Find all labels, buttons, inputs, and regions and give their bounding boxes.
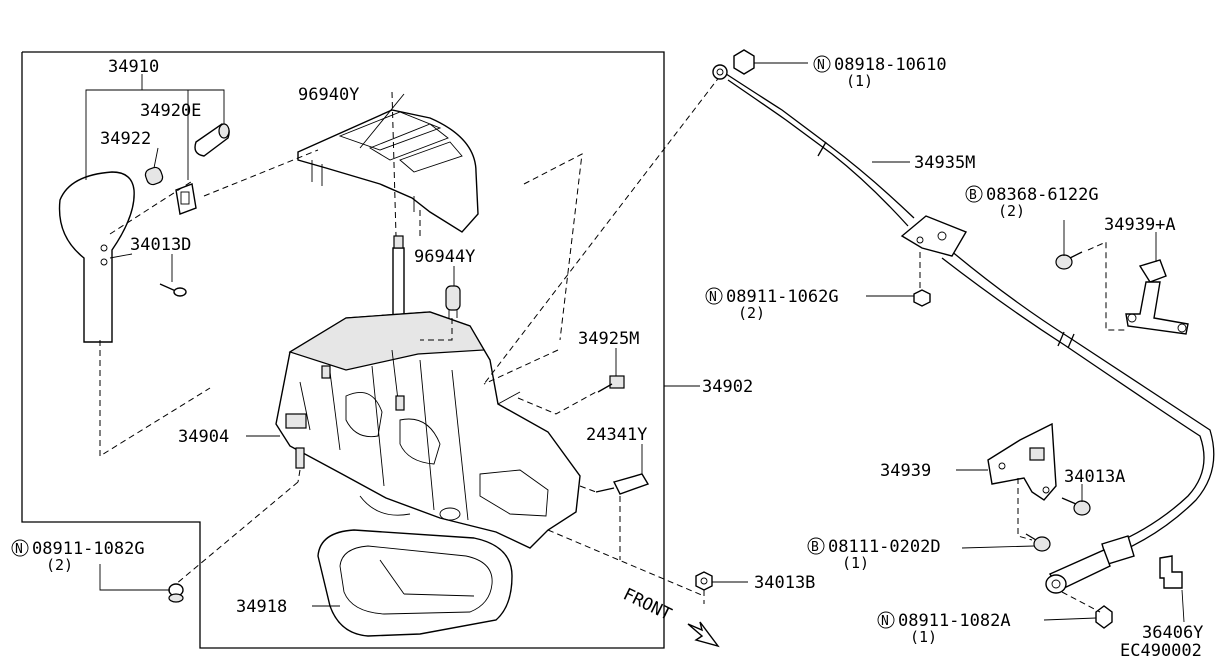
callout-08911-1082g: N 08911-1082G (2) [11, 539, 145, 574]
label-36406y: 36406Y [1142, 623, 1203, 643]
nut-08911-1082g [168, 583, 184, 603]
clip-36406y [1159, 555, 1183, 589]
knob-clip [175, 183, 197, 215]
front-arrow [687, 621, 720, 648]
knob-button-34922 [144, 166, 164, 186]
label-34939a: 34939+A [1104, 215, 1176, 235]
bolt-34013a [1061, 497, 1091, 516]
nut-08911-1062g [913, 289, 931, 307]
lever-base-assembly [275, 311, 581, 549]
diagram-code: EC490002 [1120, 641, 1202, 661]
svg-text:(1): (1) [846, 72, 873, 90]
callout-08911-1082a: N 08911-1082A (1) [877, 611, 1011, 646]
label-34013a: 34013A [1064, 467, 1125, 487]
bulb-96944y [445, 285, 461, 318]
shift-knob [58, 171, 135, 343]
cable-end-trans [1045, 535, 1135, 594]
label-34902: 34902 [702, 377, 753, 397]
indicator-panel [297, 109, 479, 233]
svg-text:08111-0202D: 08111-0202D [828, 537, 941, 557]
svg-text:08918-10610: 08918-10610 [834, 55, 947, 75]
label-34904: 34904 [178, 427, 229, 447]
svg-text:N: N [15, 542, 23, 557]
svg-text:(2): (2) [738, 304, 765, 322]
bolt-08111-0202d [1025, 533, 1051, 552]
svg-text:(2): (2) [998, 202, 1025, 220]
label-34920e: 34920E [140, 101, 201, 121]
bolt-34925m [597, 375, 625, 393]
svg-text:08911-1082A: 08911-1082A [898, 611, 1011, 631]
label-34939: 34939 [880, 461, 931, 481]
label-34918: 34918 [236, 597, 287, 617]
svg-text:N: N [817, 58, 825, 73]
knob-pin-34920e [194, 123, 230, 157]
base-stud [295, 447, 305, 469]
cable-end-eye [712, 64, 728, 80]
svg-text:N: N [709, 290, 717, 305]
label-34910: 34910 [108, 57, 159, 77]
callout-08911-1062g: N 08911-1062G (2) [705, 287, 839, 322]
nut-08911-1082a [1095, 605, 1113, 629]
label-34925m: 34925M [578, 329, 639, 349]
svg-text:08911-1062G: 08911-1062G [726, 287, 839, 307]
nut-08918-10610 [733, 49, 755, 75]
nut-34013b [695, 571, 713, 591]
bracket-34939 [987, 422, 1057, 501]
svg-text:08911-1082G: 08911-1082G [32, 539, 145, 559]
knob-screw-34013d [159, 283, 187, 297]
callout-08111-0202d: B 08111-0202D (1) [807, 537, 941, 572]
front-label: FRONT [620, 585, 675, 625]
label-34013d: 34013D [130, 235, 191, 255]
label-34013b: 34013B [754, 573, 815, 593]
bracket-34939a [1125, 259, 1189, 335]
svg-text:B: B [811, 540, 819, 555]
label-34935m: 34935M [914, 153, 975, 173]
svg-text:B: B [969, 188, 977, 203]
switch-24341y [595, 473, 650, 495]
control-cable [719, 69, 1215, 553]
svg-text:(1): (1) [910, 628, 937, 646]
svg-text:N: N [881, 614, 889, 629]
cable-bracket [900, 215, 968, 257]
label-96940y: 96940Y [298, 85, 359, 105]
label-24341y: 24341Y [586, 425, 647, 445]
callout-08368-6122g: B 08368-6122G (2) [965, 185, 1099, 220]
svg-text:(1): (1) [842, 554, 869, 572]
callout-08918-10610: N 08918-10610 (1) [813, 55, 947, 90]
svg-text:08368-6122G: 08368-6122G [986, 185, 1099, 205]
console-tray [317, 529, 513, 637]
svg-text:(2): (2) [46, 556, 73, 574]
label-96944y: 96944Y [414, 247, 475, 267]
label-34922: 34922 [100, 129, 151, 149]
assembly-boundary [21, 51, 665, 649]
bolt-08368-6122g [1055, 251, 1083, 270]
